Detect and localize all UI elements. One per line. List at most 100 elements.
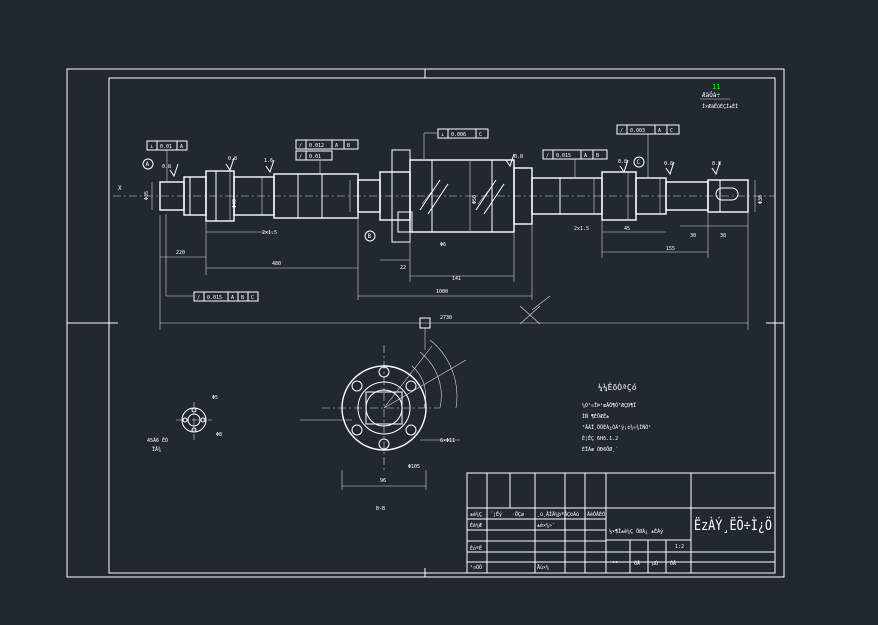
tech-req-line-5: ÉÏÃæ ÓÐ6ÖØ¸´ <box>582 445 618 453</box>
svg-text:⊥: ⊥ <box>441 132 444 138</box>
dimension-lines <box>151 160 756 330</box>
svg-text:C: C <box>251 295 254 301</box>
svg-text:0.012: 0.012 <box>309 143 324 149</box>
svg-text:Ç©Ãû: Ç©Ãû <box>567 511 579 518</box>
svg-text:B: B <box>368 233 372 240</box>
svg-text:A: A <box>584 153 587 159</box>
dim-phi50: Φ50 <box>472 195 478 204</box>
svg-text:0.8: 0.8 <box>618 159 627 165</box>
gdt-frame-2: ⊥ 0.006 C <box>437 128 489 139</box>
dim-22: 22 <box>400 265 406 271</box>
dim-phi6: Φ6 <box>440 242 446 248</box>
section-bb-label: B-B <box>376 506 385 512</box>
svg-text:Åú×¼: Åú×¼ <box>537 564 549 571</box>
tech-requirements: ¼¼ÊõÒªÇó ¼Ó¹¤ÎÞ¹æÂÖ¶Ô³ÆÇÐ¶Ï ÍÑ ¶ÈÖÆÊ± ²Ä… <box>582 381 651 453</box>
gdt-frame-6: / 0.003 A C <box>616 124 680 135</box>
svg-text:ÕÅ: ÕÅ <box>634 560 640 567</box>
top-note-line1: ÆäÓà÷ <box>702 92 720 99</box>
svg-text:/: / <box>197 295 200 301</box>
dim-phi40: Φ40 <box>232 199 238 208</box>
dim-2x1-5: 2x1.5 <box>262 230 277 236</box>
roughness-symbols: 0.8 0.8 1.6 0.8 0.8 0.8 0.8 <box>162 153 721 178</box>
tech-req-title: ¼¼ÊõÒªÇó <box>598 381 637 392</box>
svg-text:B: B <box>347 143 350 149</box>
svg-text:C: C <box>479 132 482 138</box>
svg-text:·ÖÇø: ·ÖÇø <box>512 511 524 518</box>
svg-text:±ê×¼»¯: ±ê×¼»¯ <box>537 522 555 529</box>
gdt-frame-3: / 0.012 A B <box>295 139 359 150</box>
dim-30: 30 <box>690 233 696 239</box>
svg-text:0.006: 0.006 <box>451 132 466 138</box>
svg-text:ÄêÔÂÈÕ: ÄêÔÂÈÕ <box>587 510 605 518</box>
svg-text:´¦Êý: ´¦Êý <box>490 510 502 518</box>
shaft-front-view <box>113 149 775 243</box>
svg-text:±ê¼Ç: ±ê¼Ç <box>470 511 482 518</box>
svg-text:0.8: 0.8 <box>664 161 673 167</box>
svg-text:⊥: ⊥ <box>150 144 153 150</box>
dim-38: 38 <box>720 233 726 239</box>
dim-155: 155 <box>666 246 675 252</box>
tech-req-line-4: È¦ÊÇ 6H6.1.2 <box>582 434 618 442</box>
gdt-frame-1: ⊥ 0.01 A <box>146 140 188 151</box>
svg-text:/: / <box>546 153 549 159</box>
svg-text:A: A <box>231 295 234 301</box>
title-block-stage-header: ½×¶Î±ê¼Ç ÖØÁ¿ ±ÈÀý <box>609 527 663 535</box>
dim-220: 220 <box>176 250 185 256</box>
tech-req-line-2: ÍÑ ¶ÈÖÆÊ± <box>582 412 609 420</box>
svg-text:/: / <box>299 154 302 160</box>
svg-text:A: A <box>146 161 150 168</box>
dim-phi105: Φ105 <box>408 464 420 470</box>
svg-text:ÉóºË: ÉóºË <box>470 544 482 552</box>
title-block-title: ËzÀÝ¸ËÖ÷Ì¿Ö <box>694 516 772 534</box>
svg-text:0.015: 0.015 <box>556 153 571 159</box>
dim-141: 141 <box>452 276 461 282</box>
svg-text:C: C <box>670 128 673 134</box>
svg-text:0.015: 0.015 <box>207 295 222 301</box>
dim-480: 480 <box>272 261 281 267</box>
svg-text:¹¤ÒÕ: ¹¤ÒÕ <box>470 564 482 571</box>
dim-96: 96 <box>380 478 386 484</box>
svg-text:0.003: 0.003 <box>630 128 645 134</box>
svg-text:0.01: 0.01 <box>160 144 172 150</box>
svg-text:A: A <box>658 128 661 134</box>
svg-text:/: / <box>620 128 623 134</box>
svg-text:A: A <box>180 144 183 150</box>
title-block: ËzÀÝ¸ËÖ÷Ì¿Ö 1:2 ½×¶Î±ê¼Ç ÖØÁ¿ ±ÈÀý ±ê¼Ç … <box>466 472 776 574</box>
dim-2730: 2730 <box>440 315 452 321</box>
svg-text:0.8: 0.8 <box>162 164 171 170</box>
svg-text:µÚ: µÚ <box>652 560 658 567</box>
svg-text:B: B <box>241 295 244 301</box>
gdt-frame-4: / 0.01 <box>295 150 333 161</box>
gdt-frame-7: / 0.015 A B C <box>193 291 259 302</box>
svg-text:0.8: 0.8 <box>514 154 523 160</box>
svg-text:0.8: 0.8 <box>228 156 237 162</box>
top-note-line2: Í×ÆäËûÈÇÍ±ÈÍ <box>702 102 738 110</box>
dim-1000: 1000 <box>436 289 448 295</box>
nut-section-hatch <box>419 179 505 215</box>
end-view-sub: ÏÂ¾ <box>152 446 161 453</box>
top-note: 11 ÆäÓà÷ Í×ÆäËûÈÇÍ±ÈÍ <box>700 83 738 110</box>
end-view-note: 45Ã6 ÊÓ <box>147 436 168 444</box>
tech-req-line-3: ²ÄÁÏ¸ÖÖÊÁ¿ÓÃ¹ý¡¢¾«¾ÍÑÕ¹ <box>582 423 651 431</box>
section-marker-x: X <box>118 185 122 192</box>
svg-text:¹²: ¹² <box>612 561 618 567</box>
svg-text:¸ü¸ÄÎÄ¼þºÅ: ¸ü¸ÄÎÄ¼þºÅ <box>537 511 567 518</box>
svg-text:0.01: 0.01 <box>309 154 321 160</box>
flange-section-view <box>300 317 467 490</box>
svg-text:/: / <box>299 143 302 149</box>
svg-text:0.8: 0.8 <box>712 161 721 167</box>
small-end-view: 45Ã6 ÊÓ ÏÂ¾ Φ5 Φ8 <box>147 395 222 453</box>
gdt-frame-5: / 0.015 A B <box>542 149 608 160</box>
svg-text:B: B <box>596 153 599 159</box>
svg-text:A: A <box>335 143 338 149</box>
svg-text:1.6: 1.6 <box>264 158 273 164</box>
top-note-number: 11 <box>712 83 720 91</box>
datum-markers: A B C X <box>118 156 645 242</box>
dim-2x1-5-b: 2x1.5 <box>574 226 589 232</box>
gdt-frames: ⊥ 0.01 A ⊥ 0.006 C / 0.012 A B / 0.01 <box>146 124 680 302</box>
dim-phi35: Φ35 <box>144 191 150 200</box>
dim-45: 45 <box>624 226 630 232</box>
svg-text:C: C <box>637 159 641 166</box>
dim-6xphi11: 6×Φ11 <box>440 438 455 444</box>
